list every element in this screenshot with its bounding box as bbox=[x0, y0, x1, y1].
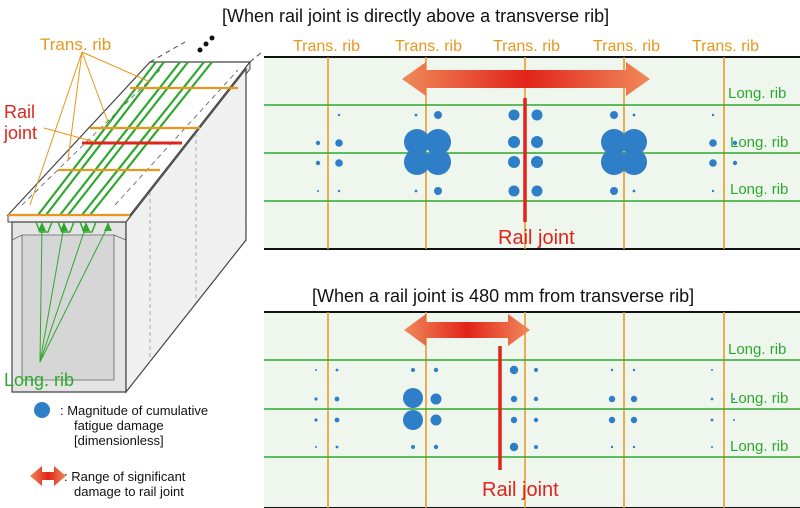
top-range-arrow bbox=[402, 62, 650, 96]
top-trans-label-4: Trans. rib bbox=[593, 38, 660, 55]
bottom-long-label-2: Long. rib bbox=[730, 390, 788, 407]
top-trans-label-2: Trans. rib bbox=[395, 38, 462, 55]
top-trans-label-3: Trans. rib bbox=[493, 38, 560, 55]
bottom-panel-title: [When a rail joint is 480 mm from transv… bbox=[312, 286, 694, 306]
left-rail-joint-label-1: Rail bbox=[4, 102, 35, 122]
legend-arrow-text-2: damage to rail joint bbox=[74, 484, 184, 499]
bottom-range-arrow bbox=[404, 314, 530, 346]
top-long-label-1: Long. rib bbox=[728, 85, 786, 102]
girder-side-face bbox=[125, 67, 247, 394]
legend-circle-text-1: : Magnitude of cumulative bbox=[60, 403, 208, 418]
legend-circle-text-3: [dimensionless] bbox=[74, 433, 164, 448]
left-long-rib-label: Long. rib bbox=[4, 370, 74, 390]
top-long-label-3: Long. rib bbox=[730, 181, 788, 198]
girder-inner bbox=[21, 234, 115, 381]
legend-circle-icon bbox=[34, 402, 50, 418]
legend-arrow-icon bbox=[30, 466, 66, 486]
top-panel-title: [When rail joint is directly above a tra… bbox=[222, 6, 609, 26]
top-panel bbox=[264, 56, 800, 250]
top-trans-label-1: Trans. rib bbox=[293, 38, 360, 55]
top-long-label-2: Long. rib bbox=[730, 134, 788, 151]
left-trans-rib-label: Trans. rib bbox=[40, 35, 111, 54]
bottom-long-label-3: Long. rib bbox=[730, 438, 788, 455]
top-trans-label-5: Trans. rib bbox=[692, 38, 759, 55]
bottom-long-label-1: Long. rib bbox=[728, 341, 786, 358]
bridge-3d-diagram bbox=[6, 35, 263, 394]
left-rail-joint-label-2: joint bbox=[3, 123, 37, 143]
legend-arrow-text-1: : Range of significant bbox=[64, 469, 186, 484]
top-rail-joint-label: Rail joint bbox=[498, 227, 575, 249]
bottom-rail-joint-label: Rail joint bbox=[482, 479, 559, 501]
bottom-panel bbox=[264, 311, 800, 508]
top-trans-labels: Trans. rib Trans. rib Trans. rib Trans. … bbox=[293, 38, 759, 55]
legend-circle-text-2: fatigue damage bbox=[74, 418, 164, 433]
